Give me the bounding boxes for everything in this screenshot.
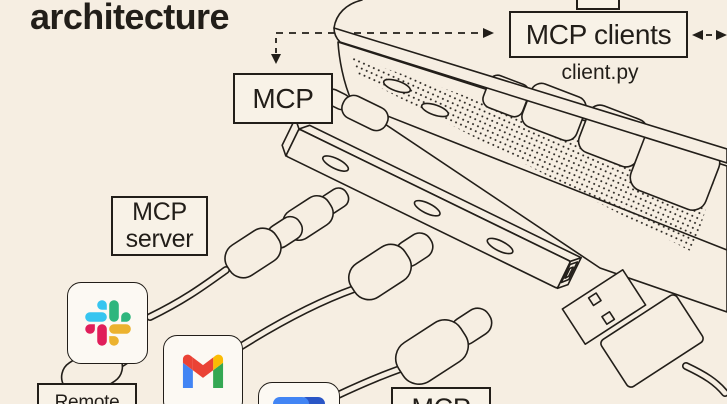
slack-icon-box <box>67 282 148 364</box>
mcp-label: MCP <box>252 82 314 114</box>
client-py-label: client.py <box>561 61 639 84</box>
mcp-clients-box: MCP clients <box>509 11 688 58</box>
usb-hub-illustration <box>281 117 582 290</box>
usb-cables <box>146 266 727 400</box>
mcp-bottom-label: MCP <box>411 393 470 404</box>
laptop-illustration <box>333 0 727 313</box>
gmail-icon-box <box>163 335 243 404</box>
mcp-box: MCP <box>233 73 333 124</box>
mcp-bottom-box: MCP <box>391 387 491 404</box>
mcp-clients-label: MCP clients <box>525 18 672 50</box>
mcp-server-box: MCP server <box>111 196 208 256</box>
mcp-server-label-line2: server <box>125 225 194 253</box>
dashed-arrow-to-clients <box>276 28 494 38</box>
dashed-arrow-to-mcp <box>271 38 281 64</box>
gmail-icon <box>182 354 224 389</box>
mcp-server-label-line1: MCP <box>132 197 187 226</box>
remote-label: Remote <box>54 392 120 404</box>
remote-server-box: Remote <box>37 383 137 404</box>
dashed-double-arrow <box>692 30 727 40</box>
slack-icon <box>84 300 131 346</box>
page-title: architecture <box>30 0 229 37</box>
blue-app-icon-box <box>258 382 340 404</box>
blue-app-icon <box>273 397 325 404</box>
top-partial-box <box>576 0 620 10</box>
usb-a-plug-icon <box>561 268 704 388</box>
